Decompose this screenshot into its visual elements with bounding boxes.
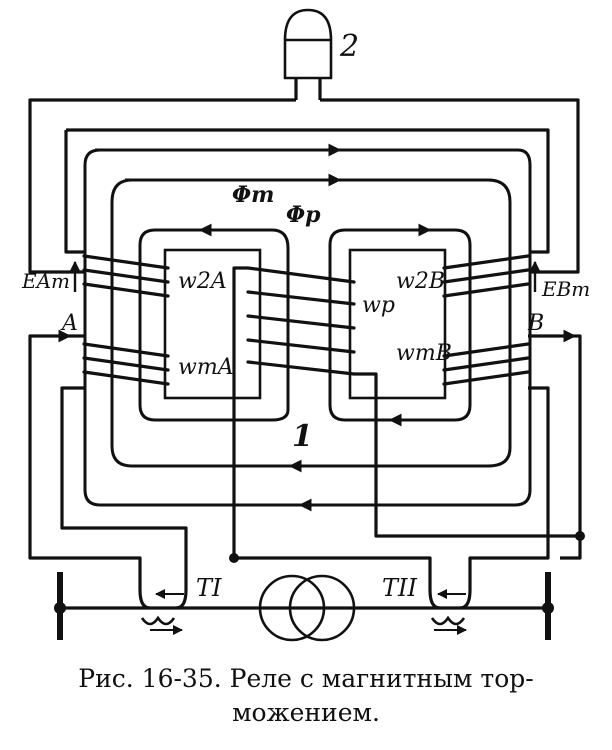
ct-1-symbol bbox=[138, 589, 188, 635]
working-flux-left-loop bbox=[138, 223, 290, 422]
right-current-circuit bbox=[234, 329, 582, 590]
caption-line-2: можением. bbox=[232, 698, 380, 727]
brake-flux-loop bbox=[110, 173, 512, 473]
winding-tb-label: wтB bbox=[396, 341, 452, 366]
emf-a-label: EAт bbox=[21, 269, 70, 293]
point-a-label: A bbox=[60, 311, 78, 336]
caption-line-1: Рис. 16-35. Реле с магнитным тор- bbox=[78, 664, 534, 693]
winding-2a-turns bbox=[82, 254, 170, 298]
winding-p-label: wр bbox=[362, 293, 395, 318]
ct-2-symbol bbox=[428, 589, 472, 635]
core-frame bbox=[83, 143, 532, 512]
winding-ta-label: wтA bbox=[178, 355, 234, 380]
left-current-circuit bbox=[28, 329, 188, 590]
winding-ta-turns bbox=[82, 342, 170, 386]
point-b-label: B bbox=[527, 311, 544, 336]
figure-caption: Рис. 16-35. Реле с магнитным тор- можени… bbox=[0, 662, 612, 730]
winding-2a-label: w2A bbox=[178, 269, 227, 294]
winding-p-turns bbox=[246, 266, 356, 376]
core-left-leg bbox=[163, 248, 262, 400]
ct-2-label: TII bbox=[382, 574, 417, 602]
emf-b-label: EBт bbox=[541, 277, 590, 301]
winding-2b-label: w2B bbox=[396, 269, 445, 294]
relay-number-label: 2 bbox=[339, 29, 359, 64]
busbar bbox=[54, 572, 554, 640]
flux-working-label: Φр bbox=[286, 202, 321, 228]
winding-tb-turns bbox=[442, 342, 530, 386]
working-flux-right-loop bbox=[328, 223, 472, 427]
ct-1-label: TI bbox=[196, 574, 222, 602]
relay-diagram: 2 1 Φт Φр w2A wтA wр w2B wтB EAт EBт A B… bbox=[21, 8, 590, 642]
core-right-leg bbox=[348, 248, 447, 400]
relay-circuit bbox=[28, 98, 580, 274]
core-number-label: 1 bbox=[292, 419, 313, 454]
relay-icon bbox=[283, 8, 333, 100]
flux-brake-label: Φт bbox=[232, 182, 274, 208]
winding-2b-turns bbox=[442, 254, 530, 298]
power-transformer-symbol bbox=[258, 574, 356, 642]
